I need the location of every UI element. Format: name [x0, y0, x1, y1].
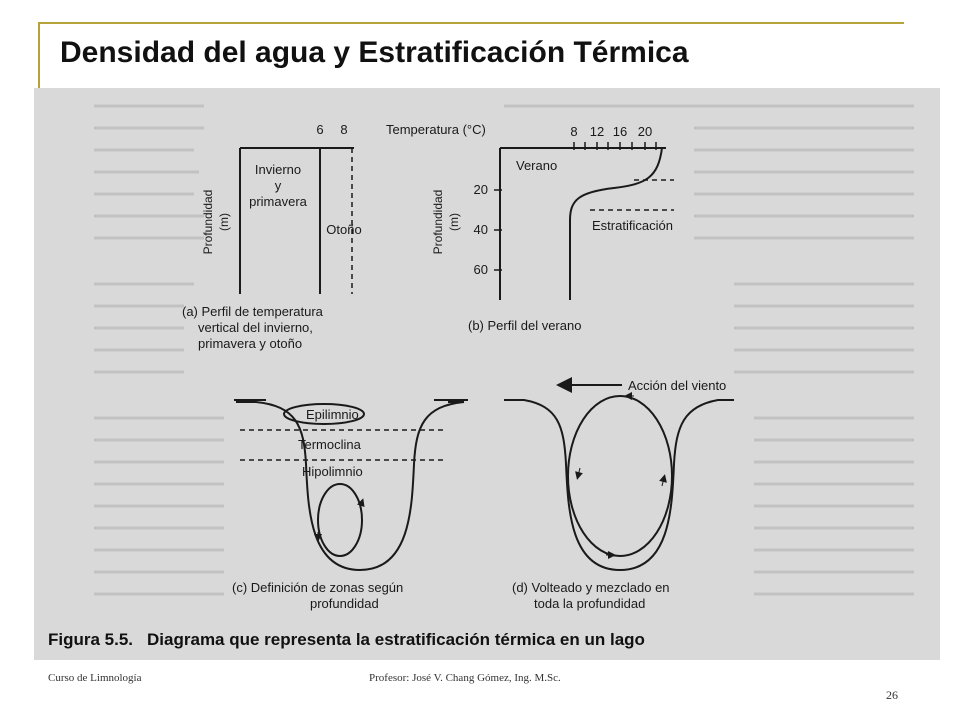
figure-caption-label: Figura 5.5.: [48, 630, 134, 649]
title-accent-line-horizontal: [38, 22, 904, 24]
footer-professor: Profesor: José V. Chang Gómez, Ing. M.Sc…: [369, 672, 561, 684]
panel-c-lake-basin: [236, 401, 465, 572]
panel-a-tick-6: 6: [316, 122, 323, 137]
panel-d: Acción del viento (d) Volteado y mezclad…: [504, 377, 734, 611]
panel-d-caption-2: toda la profundidad: [534, 596, 645, 611]
panel-a-label-autumn: Otoño: [326, 222, 361, 237]
panel-a-caption-3: primavera y otoño: [198, 336, 302, 351]
panel-b-tick-8: 8: [570, 124, 577, 139]
panel-b-temp-header: Temperatura (°C): [386, 122, 486, 137]
panel-c-epilimnion-loop: [283, 403, 365, 425]
panel-a: 6 8 Invierno y primavera Otoño Profundid…: [182, 122, 362, 351]
panel-a-caption-1: (a) Perfil de temperatura: [182, 304, 324, 319]
panel-d-label-wind: Acción del viento: [628, 378, 726, 393]
panel-b-depth-20: 20: [474, 182, 488, 197]
panel-b-label-summer: Verano: [516, 158, 557, 173]
panel-d-mixing-loop: [567, 395, 673, 557]
panel-b-tick-12: 12: [590, 124, 604, 139]
panel-c-hypolimnion-loop: [317, 483, 363, 557]
panel-a-ylabel-1: Profundidad: [201, 190, 215, 255]
scan-noise: [94, 104, 914, 596]
panel-b-tick-20: 20: [638, 124, 652, 139]
panel-c-caption-1: (c) Definición de zonas según: [232, 580, 403, 595]
panel-b-ylabel-2: (m): [447, 213, 461, 231]
panel-b-label-strat: Estratificación: [592, 218, 673, 233]
panel-a-caption-2: vertical del invierno,: [198, 320, 313, 335]
figure-caption: Figura 5.5. Diagrama que representa la es…: [48, 630, 645, 650]
panel-b-top-ticks: [573, 142, 657, 150]
scanned-figure: 6 8 Invierno y primavera Otoño Profundid…: [34, 88, 940, 660]
panel-b-depth-40: 40: [474, 222, 488, 237]
panel-d-caption-1: (d) Volteado y mezclado en: [512, 580, 670, 595]
panel-a-tick-8: 8: [340, 122, 347, 137]
panel-b-caption: (b) Perfil del verano: [468, 318, 581, 333]
panel-d-lake-basin: [504, 399, 734, 572]
panel-a-ylabel-2: (m): [217, 213, 231, 231]
panel-a-label-winter-2: y: [275, 178, 282, 193]
page-number: 26: [886, 688, 898, 702]
panel-c: Epilimnio Termoclina Hipolimnio (c) Defi…: [232, 399, 468, 611]
panel-c-caption-2: profundidad: [310, 596, 379, 611]
panel-b-left-ticks: [494, 189, 502, 271]
panel-b-depth-60: 60: [474, 262, 488, 277]
title-accent-line-vertical: [38, 22, 40, 88]
panel-b-summer-profile: [569, 147, 663, 300]
panel-a-label-winter-3: primavera: [249, 194, 308, 209]
panel-b-tick-16: 16: [613, 124, 627, 139]
figure-svg: 6 8 Invierno y primavera Otoño Profundid…: [94, 104, 914, 611]
panel-c-label-hypolimnion: Hipolimnio: [302, 464, 363, 479]
panel-b: Temperatura (°C) 8 12 16 20 20 40 60 Pro…: [386, 122, 674, 333]
panel-c-label-thermocline: Termoclina: [298, 437, 362, 452]
panel-c-label-epilimnion: Epilimnio: [306, 407, 359, 422]
panel-a-label-winter-1: Invierno: [255, 162, 301, 177]
footer-course: Curso de Limnología: [48, 672, 142, 684]
slide-title: Densidad del agua y Estratificación Térm…: [60, 36, 689, 69]
panel-b-ylabel-1: Profundidad: [431, 190, 445, 255]
figure-caption-text: Diagrama que representa la estratificaci…: [147, 630, 645, 649]
